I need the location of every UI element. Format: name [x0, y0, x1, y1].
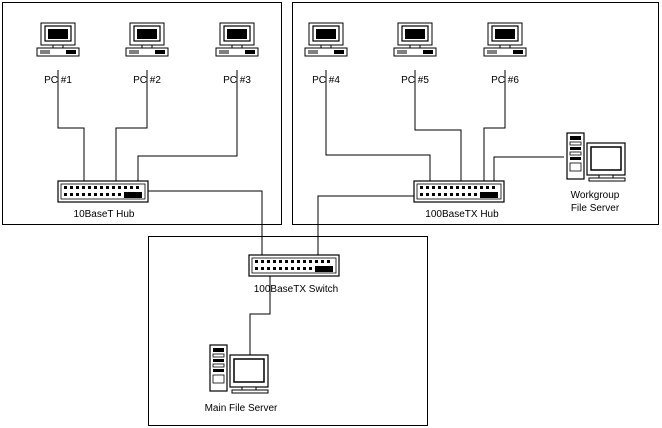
pc-label: PC #2 — [133, 75, 161, 86]
switch-icon — [248, 254, 340, 277]
segment-box-right — [292, 2, 659, 225]
cable-pc5-hub — [414, 70, 462, 182]
cable-switch-main-server — [249, 276, 271, 355]
switch-100basetx: 100BaseTX Switch — [248, 254, 340, 295]
pc-icon — [36, 22, 80, 57]
pc-1: PC #1 — [36, 22, 80, 86]
cable-hub-switch-left — [148, 190, 263, 255]
pc-3: PC #3 — [215, 22, 259, 86]
switch-label: 100BaseTX Switch — [254, 284, 339, 295]
pc-icon — [483, 22, 527, 57]
server-label-line1: Workgroup — [571, 190, 620, 201]
hub-icon — [57, 180, 149, 203]
main-file-server: Main File Server — [205, 344, 278, 414]
pc-icon — [215, 22, 259, 57]
server-icon — [566, 132, 626, 182]
pc-5: PC #5 — [393, 22, 437, 86]
segment-box-bottom — [148, 236, 428, 426]
hub-10baset: 10BaseT Hub — [57, 180, 149, 220]
cable-pc3-hub — [137, 70, 238, 182]
pc-4: PC #4 — [304, 22, 348, 86]
hub-label: 100BaseTX Hub — [425, 209, 499, 220]
server-label-line2: File Server — [571, 203, 620, 214]
cable-pc2-hub — [115, 70, 148, 182]
pc-icon — [393, 22, 437, 57]
hub-icon — [413, 180, 505, 203]
hub-label: 10BaseT Hub — [74, 209, 135, 220]
hub-100basetx: 100BaseTX Hub — [413, 180, 505, 220]
pc-label: PC #1 — [44, 75, 72, 86]
pc-label: PC #5 — [401, 75, 429, 86]
server-icon — [209, 344, 269, 394]
cable-pc6-hub — [483, 70, 506, 182]
cable-pc4-hub — [325, 70, 431, 182]
pc-6: PC #6 — [483, 22, 527, 86]
segment-box-left — [2, 2, 282, 225]
server-label: Main File Server — [205, 403, 278, 414]
workgroup-file-server: Workgroup File Server — [566, 132, 626, 214]
cable-pc1-hub — [57, 70, 85, 182]
pc-2: PC #2 — [125, 22, 169, 86]
cables — [57, 70, 564, 355]
pc-label: PC #6 — [491, 75, 519, 86]
pc-icon — [125, 22, 169, 57]
pc-icon — [304, 22, 348, 57]
cable-hub-workgroup-server — [493, 156, 564, 182]
pc-label: PC #3 — [223, 75, 251, 86]
cable-hub-switch-right — [317, 195, 418, 255]
pc-label: PC #4 — [312, 75, 340, 86]
